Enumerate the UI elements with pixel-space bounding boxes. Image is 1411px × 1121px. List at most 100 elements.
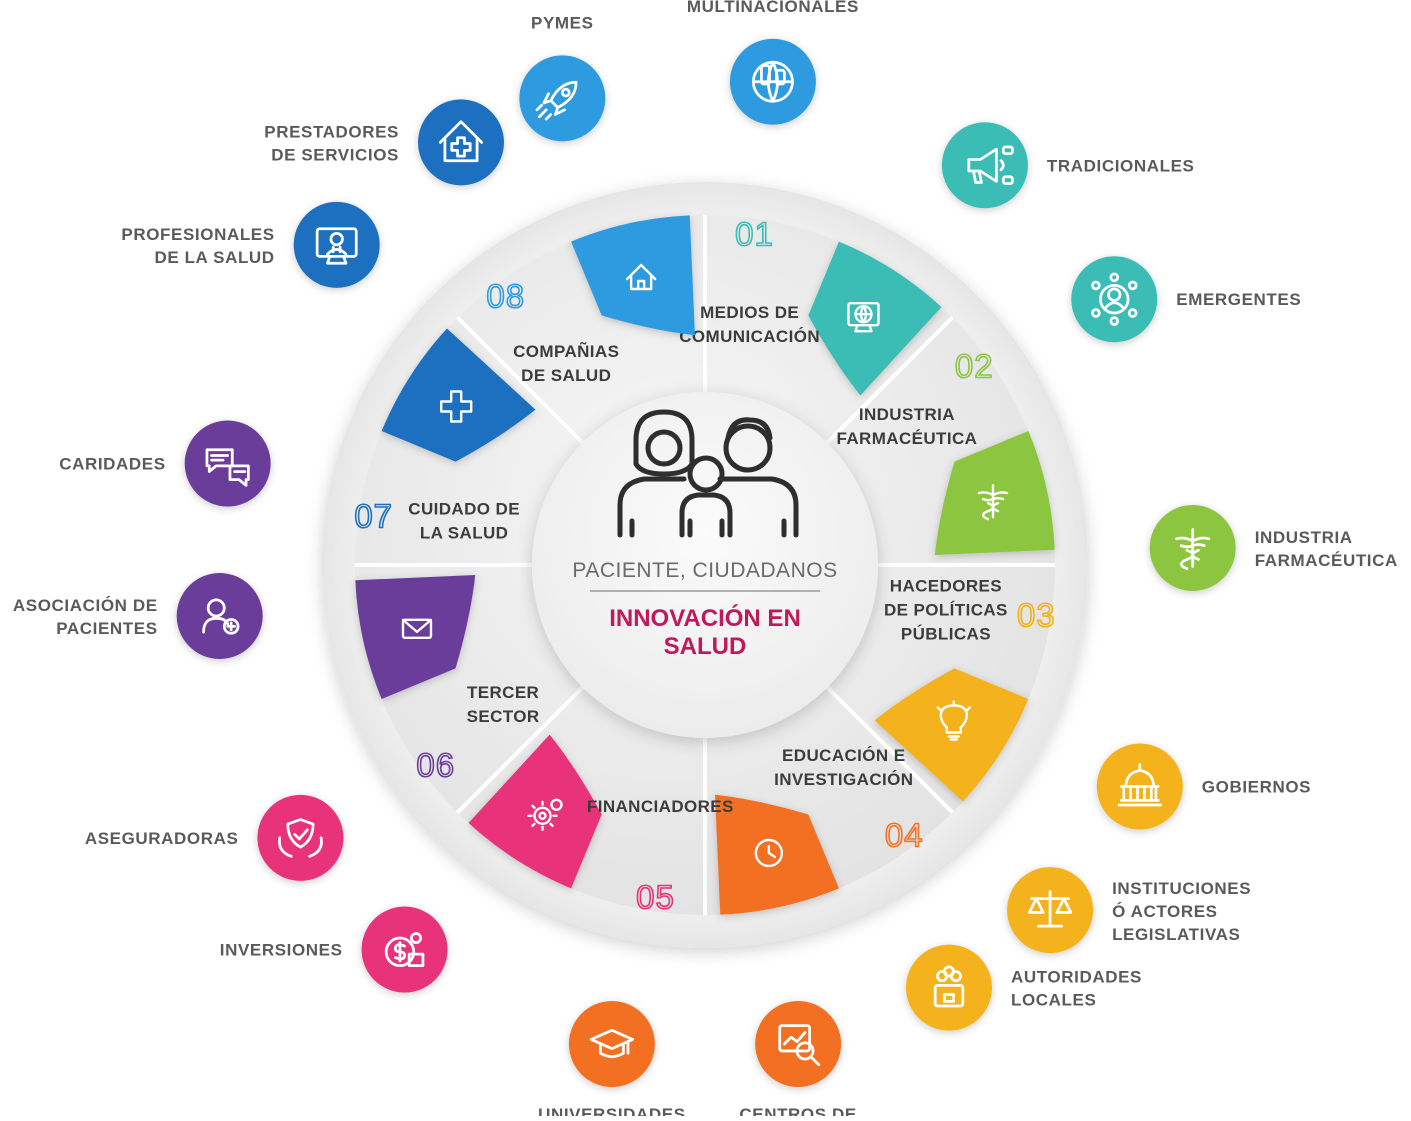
segment-03: 03 HACEDORES DE POLÍTICAS PÚBLICAS bbox=[874, 563, 1056, 802]
segment-04: 04 EDUCACIÓN E INVESTIGACIÓN bbox=[715, 685, 954, 915]
segment-number: 06 bbox=[416, 746, 455, 783]
capitol-icon bbox=[1117, 763, 1162, 807]
segment-tab-04 bbox=[715, 794, 839, 915]
segment-divider bbox=[825, 685, 954, 814]
rocket-icon bbox=[535, 80, 578, 121]
outer-node-label: AUTORIDADES bbox=[1011, 968, 1142, 987]
family-icon bbox=[617, 409, 799, 538]
doctor-monitor-icon bbox=[315, 227, 358, 265]
lightbulb-icon bbox=[936, 700, 972, 741]
segment-07: 07 CUIDADO DE LA SALUD bbox=[354, 328, 536, 567]
center-circle bbox=[532, 392, 878, 738]
outer-node-label: ASOCIACIÓN DE bbox=[13, 596, 158, 615]
segment-label-line: PÚBLICAS bbox=[901, 625, 991, 644]
segment-label-line: INVESTIGACIÓN bbox=[774, 770, 913, 789]
outer-node-label: MULTINACIONALES bbox=[687, 0, 859, 16]
outer-node-label: PYMES bbox=[531, 13, 594, 32]
segment-tab-08 bbox=[571, 215, 695, 336]
segment-divider bbox=[456, 316, 585, 445]
outer-layer: PYMES MULTINACIONALES TRADICIONALES EMERGEN… bbox=[13, 0, 1398, 1121]
person-plus-icon bbox=[202, 598, 240, 635]
segment-label-line: DE SALUD bbox=[521, 366, 611, 385]
outer-node: CENTROS DEINVESTIGACIÓN bbox=[739, 1001, 856, 1121]
outer-node-label: CARIDADES bbox=[59, 455, 165, 474]
gears-icon bbox=[527, 798, 563, 832]
outer-node: PYMES bbox=[519, 13, 606, 142]
center-title-line1: INNOVACIÓN EN bbox=[609, 604, 801, 632]
segment-label-line: FINANCIADORES bbox=[587, 797, 734, 816]
outer-node-label: GOBIERNOS bbox=[1202, 778, 1311, 797]
outer-node-circle bbox=[755, 1001, 842, 1088]
outer-node-circle bbox=[418, 99, 504, 186]
center-subtitle: PACIENTE, CIUDADANOS bbox=[572, 559, 837, 582]
investment-icon bbox=[384, 932, 425, 968]
outer-node-label: UNIVERSIDADES bbox=[538, 1105, 686, 1116]
outer-node: INSTITUCIONES Ó ACTORES LEGISLATIVAS bbox=[1007, 867, 1251, 954]
outer-node: PRESTADORES DE SERVICIOS bbox=[264, 99, 504, 186]
segment-number: 07 bbox=[354, 497, 393, 534]
outer-node-label: LEGISLATIVAS bbox=[1112, 925, 1240, 944]
outer-node-label: FARMACÉUTICA bbox=[1255, 551, 1398, 570]
segment-label-line: HACEDORES bbox=[890, 577, 1002, 596]
segment-label-line: FARMACÉUTICA bbox=[837, 429, 978, 448]
outer-node: AUTORIDADES LOCALES bbox=[906, 944, 1142, 1031]
outer-node-label: CENTROS DE bbox=[739, 1105, 856, 1116]
segment-label-line: DE POLÍTICAS bbox=[884, 601, 1008, 620]
clock-icon bbox=[754, 838, 784, 868]
outer-node-label: INSTITUCIONES bbox=[1112, 879, 1251, 898]
segment-divider bbox=[456, 685, 585, 814]
outer-node-label: ASEGURADORAS bbox=[85, 829, 239, 848]
chat-bubbles-icon bbox=[205, 448, 250, 487]
magnifier-chart-icon bbox=[778, 1024, 821, 1067]
segment-label-line: LA SALUD bbox=[420, 523, 509, 542]
envelope-icon bbox=[401, 618, 433, 640]
outer-node-label: EMERGENTES bbox=[1176, 290, 1301, 309]
outer-node-label: INVERSIONES bbox=[220, 941, 343, 960]
segment-label-line: EDUCACIÓN E bbox=[782, 746, 905, 765]
outer-node: ASOCIACIÓN DE PACIENTES bbox=[13, 573, 263, 660]
outer-node: INVERSIONES bbox=[220, 906, 448, 993]
outer-node-circle bbox=[184, 420, 271, 507]
segment-label-line: INDUSTRIA bbox=[859, 405, 955, 424]
graduation-cap-icon bbox=[589, 1028, 634, 1059]
segment-label-line: COMPAÑIAS bbox=[513, 341, 619, 361]
shield-hands-icon bbox=[278, 818, 323, 858]
people-box-icon bbox=[933, 965, 965, 1008]
segment-label-line: COMUNICACIÓN bbox=[679, 327, 820, 346]
outer-node-label: DE SERVICIOS bbox=[271, 145, 399, 164]
outer-node-label: PACIENTES bbox=[56, 619, 157, 638]
outer-node-label: PRESTADORES bbox=[264, 122, 399, 141]
caduceus-icon bbox=[1175, 528, 1211, 571]
outer-node-label: DE LA SALUD bbox=[154, 248, 274, 267]
outer-node: TRADICIONALES bbox=[941, 122, 1195, 209]
segment-label-line: CUIDADO DE bbox=[408, 499, 520, 518]
segment-05: 05 FINANCIADORES bbox=[468, 734, 734, 916]
outer-node-label: INDUSTRIA bbox=[1255, 528, 1353, 547]
scales-icon bbox=[1027, 890, 1073, 928]
outer-node-label: Ó ACTORES bbox=[1112, 902, 1218, 921]
outer-node-circle bbox=[941, 122, 1028, 209]
outer-node-circle bbox=[519, 55, 606, 142]
segment-number: 05 bbox=[636, 878, 675, 915]
outer-node-label: TRADICIONALES bbox=[1047, 156, 1195, 175]
caduceus-icon bbox=[977, 483, 1009, 521]
house-icon bbox=[625, 263, 657, 291]
outer-node-label: LOCALES bbox=[1011, 991, 1096, 1010]
segment-number: 03 bbox=[1017, 597, 1056, 634]
network-person-icon bbox=[1091, 272, 1138, 326]
outer-node: MULTINACIONALES bbox=[687, 0, 859, 125]
outer-node: PROFESIONALES DE LA SALUD bbox=[121, 201, 380, 288]
outer-node-label: PROFESIONALES bbox=[121, 225, 274, 244]
segment-tab-03 bbox=[874, 668, 1029, 802]
computer-globe-icon bbox=[847, 301, 880, 333]
segment-divider bbox=[825, 316, 954, 445]
city-globe-icon bbox=[751, 60, 794, 103]
outer-node: INDUSTRIA FARMACÉUTICA bbox=[1149, 504, 1398, 591]
segment-number: 04 bbox=[885, 816, 924, 853]
outer-node-circle bbox=[361, 906, 448, 993]
